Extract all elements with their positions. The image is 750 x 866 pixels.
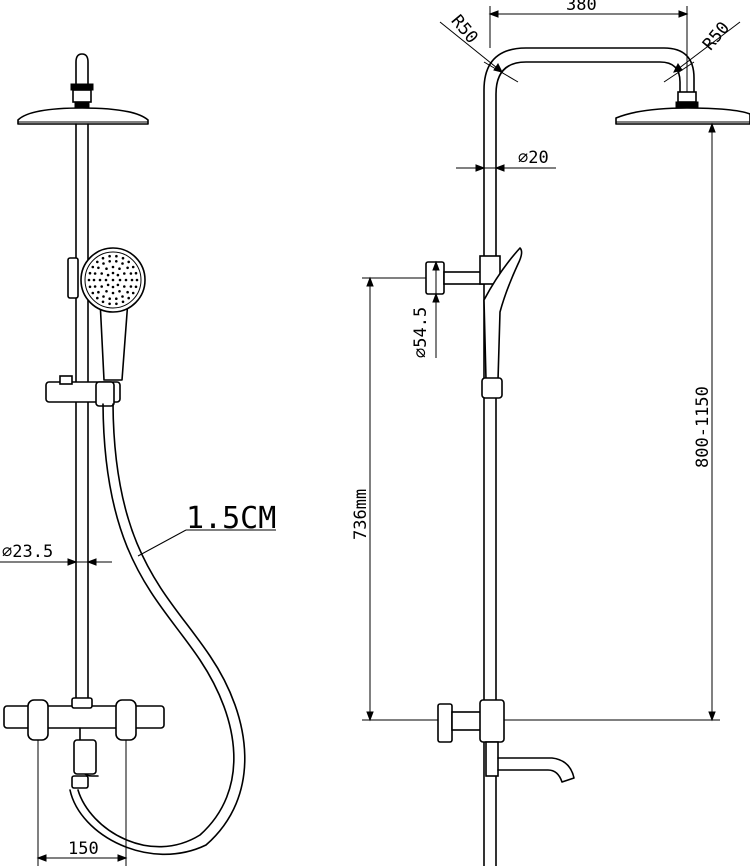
spray-nozzle xyxy=(111,271,115,275)
handle-diameter-label: ⌀54.5 xyxy=(411,307,431,358)
spray-nozzle xyxy=(118,267,121,271)
spray-nozzle xyxy=(126,290,129,294)
spray-nozzle xyxy=(115,297,118,301)
spray-nozzle xyxy=(134,271,138,275)
bend-left-label: R50 xyxy=(447,11,482,47)
top-riser-stub xyxy=(70,53,94,109)
main-rail xyxy=(75,123,89,711)
spray-nozzle xyxy=(121,295,124,298)
side-view: 380 R50 R50 ⌀20 ⌀54.5 xyxy=(351,0,750,866)
hand-shower-side xyxy=(481,247,523,399)
slide-height-label: 736mm xyxy=(351,489,371,540)
spray-nozzle xyxy=(121,256,125,260)
spray-nozzle xyxy=(102,262,105,265)
thermostatic-mixer xyxy=(3,697,165,789)
overhead-shower-head-side xyxy=(615,107,750,125)
spray-nozzle xyxy=(108,302,111,306)
upper-pipe-dimension: ⌀20 xyxy=(456,148,556,172)
spray-nozzle xyxy=(108,254,111,258)
spray-nozzle xyxy=(96,260,99,264)
spray-nozzle xyxy=(108,297,111,301)
spray-nozzle xyxy=(121,300,125,304)
spray-nozzle xyxy=(126,266,129,270)
spray-nozzle xyxy=(118,278,122,282)
spray-nozzle xyxy=(115,302,118,306)
spray-nozzle xyxy=(127,296,130,300)
spray-nozzle xyxy=(118,290,121,293)
spray-nozzle xyxy=(115,260,118,263)
spray-nozzle xyxy=(88,285,92,289)
upper-pipe-label: ⌀20 xyxy=(518,148,549,168)
spray-nozzle xyxy=(106,283,110,287)
spray-nozzle xyxy=(127,260,130,264)
valve-spacing-label: 150 xyxy=(68,839,99,859)
overhead-connector xyxy=(675,91,699,109)
rail-diameter-dimension: ⌀23.5 xyxy=(0,542,112,566)
spray-nozzle xyxy=(131,265,135,269)
spray-nozzle xyxy=(116,273,120,277)
spray-nozzle xyxy=(91,265,95,269)
spray-nozzle xyxy=(101,300,105,304)
spray-nozzle xyxy=(123,285,126,288)
spray-nozzle xyxy=(93,272,97,275)
spray-nozzle xyxy=(106,273,110,277)
spray-nozzle xyxy=(104,278,108,282)
spray-nozzle xyxy=(100,285,103,288)
spray-nozzle xyxy=(105,267,108,271)
spray-nozzle xyxy=(130,278,134,282)
spray-nozzle xyxy=(88,271,92,275)
spray-nozzle xyxy=(123,272,126,275)
spray-nozzle xyxy=(129,285,133,288)
spray-nozzle xyxy=(97,266,100,270)
spray-nozzle xyxy=(116,283,120,287)
rail-diameter-label: ⌀23.5 xyxy=(2,542,53,562)
spray-nozzle xyxy=(105,290,108,293)
wall-bracket-side xyxy=(425,255,501,295)
front-view: 1.5CM ⌀23.5 150 xyxy=(0,53,276,866)
slider-holder xyxy=(45,375,121,407)
handle-diameter-dimension: ⌀54.5 xyxy=(411,260,440,358)
spray-nozzle xyxy=(124,278,128,282)
spray-nozzle xyxy=(93,285,97,288)
spray-nozzle xyxy=(92,278,96,282)
spray-nozzle xyxy=(101,256,105,260)
top-width-label: 380 xyxy=(566,0,597,15)
spray-nozzle xyxy=(111,291,115,295)
total-height-dimension: 800-1150 xyxy=(504,122,720,722)
hose-length-label: 1.5CM xyxy=(186,501,276,536)
spray-nozzle xyxy=(111,278,115,282)
spray-nozzle xyxy=(91,291,95,295)
spray-nozzle xyxy=(111,285,115,289)
slide-height-dimension: 736mm xyxy=(351,276,438,722)
spray-nozzle xyxy=(102,295,105,298)
gooseneck-pipe xyxy=(483,47,695,257)
shower-hose xyxy=(69,403,246,855)
spray-nozzle xyxy=(98,278,102,282)
hose-length-dimension: 1.5CM xyxy=(137,501,276,557)
spray-nozzle xyxy=(97,290,100,294)
overhead-shower-head-front xyxy=(17,107,149,125)
spray-nozzle xyxy=(115,254,118,258)
total-height-label: 800-1150 xyxy=(693,386,713,468)
spray-nozzle xyxy=(135,278,139,282)
spray-nozzles xyxy=(87,254,139,306)
spray-nozzle xyxy=(129,272,133,275)
spray-nozzle xyxy=(100,272,103,275)
spray-nozzle xyxy=(111,265,115,269)
hand-shower-front xyxy=(67,247,146,381)
spray-nozzle xyxy=(108,260,111,263)
top-width-dimension: 380 xyxy=(488,0,689,92)
spray-nozzle xyxy=(121,262,124,265)
spray-nozzle xyxy=(134,285,138,289)
spray-nozzle xyxy=(96,296,99,300)
mixer-side xyxy=(437,699,575,783)
spray-nozzle xyxy=(87,278,91,282)
spray-nozzle xyxy=(131,291,135,295)
valve-spacing-dimension: 150 xyxy=(36,740,128,866)
